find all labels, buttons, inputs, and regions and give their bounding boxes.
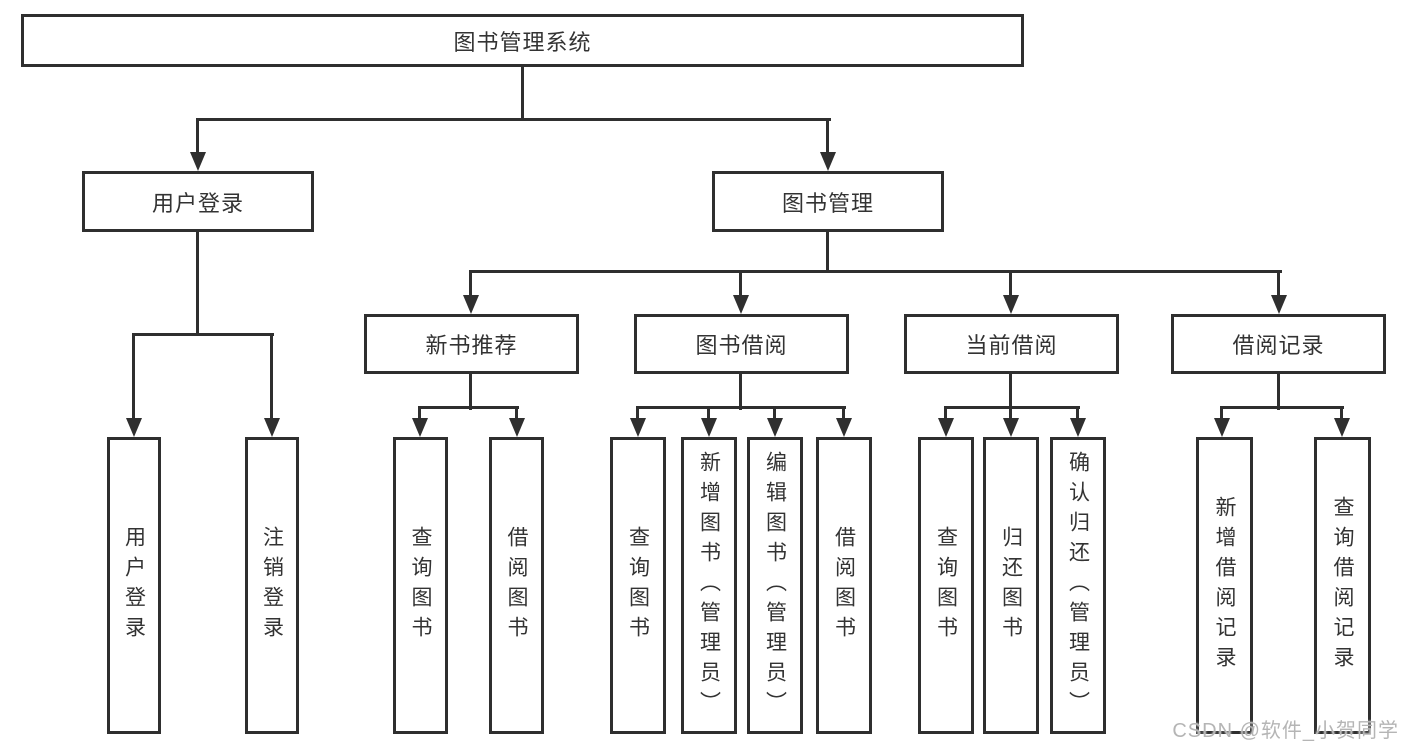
arrowhead-down: [630, 418, 646, 437]
node-borrow-records-label: 借阅记录: [1232, 333, 1325, 358]
node-current-borrowing: 当前借阅: [904, 314, 1119, 374]
leaf-add-borrow-record-label: 新增借阅记录: [1213, 495, 1237, 676]
connector-hline: [132, 333, 274, 336]
connector-vline: [826, 118, 829, 156]
leaf-confirm-return-admin: 确认归还（管理员）: [1050, 437, 1106, 734]
node-library-system-label: 图书管理系统: [453, 29, 592, 55]
arrowhead-down: [938, 418, 954, 437]
connector-vline: [944, 406, 947, 420]
arrowhead-down: [463, 295, 479, 314]
leaf-query-books-borrowing-label: 查询图书: [626, 525, 650, 646]
arrowhead-down: [126, 418, 142, 437]
connector-hline: [944, 406, 1080, 409]
node-book-borrowing-label: 图书借阅: [695, 333, 788, 358]
connector-vline: [842, 406, 845, 420]
connector-vline: [1220, 406, 1223, 420]
connector-vline: [521, 67, 524, 121]
leaf-add-borrow-record: 新增借阅记录: [1196, 437, 1253, 734]
leaf-user-login-label: 用户登录: [122, 525, 146, 646]
leaf-add-book-admin-label: 新增图书（管理员）: [697, 450, 721, 721]
connector-vline: [636, 406, 639, 420]
connector-vline: [1009, 374, 1012, 410]
node-user-login: 用户登录: [82, 171, 314, 232]
connector-vline: [1277, 270, 1280, 297]
watermark: CSDN @软件_小贺同学: [1172, 720, 1399, 742]
arrowhead-down: [701, 418, 717, 437]
connector-hline: [418, 406, 519, 409]
leaf-add-book-admin: 新增图书（管理员）: [681, 437, 737, 734]
connector-vline: [773, 406, 776, 420]
arrowhead-down: [190, 152, 206, 171]
arrowhead-down: [733, 295, 749, 314]
leaf-query-books-borrowing: 查询图书: [610, 437, 666, 734]
connector-vline: [1009, 270, 1012, 297]
node-book-management-label: 图书管理: [781, 190, 874, 216]
leaf-logout-label: 注销登录: [260, 525, 284, 646]
leaf-return-books: 归还图书: [983, 437, 1039, 734]
connector-vline: [469, 270, 472, 297]
node-user-login-label: 用户登录: [151, 190, 244, 216]
connector-hline: [636, 406, 846, 409]
leaf-borrow-books-recommend-label: 借阅图书: [505, 525, 529, 646]
node-borrow-records: 借阅记录: [1171, 314, 1386, 374]
connector-vline: [1009, 406, 1012, 420]
connector-vline: [270, 333, 273, 419]
leaf-logout: 注销登录: [245, 437, 299, 734]
node-new-book-recommendation-label: 新书推荐: [425, 333, 518, 358]
leaf-query-books-recommend-label: 查询图书: [409, 525, 433, 646]
arrowhead-down: [264, 418, 280, 437]
connector-vline: [1340, 406, 1343, 420]
leaf-query-books-current: 查询图书: [918, 437, 974, 734]
connector-vline: [707, 406, 710, 420]
node-new-book-recommendation: 新书推荐: [364, 314, 579, 374]
arrowhead-down: [1003, 295, 1019, 314]
connector-vline: [739, 270, 742, 297]
connector-hline: [469, 270, 1282, 273]
connector-vline: [418, 406, 421, 420]
node-current-borrowing-label: 当前借阅: [965, 333, 1058, 358]
leaf-return-books-label: 归还图书: [999, 525, 1023, 646]
arrowhead-down: [412, 418, 428, 437]
leaf-query-books-current-label: 查询图书: [934, 525, 958, 646]
connector-hline: [196, 118, 831, 121]
node-book-borrowing: 图书借阅: [634, 314, 849, 374]
leaf-borrow-books-borrowing: 借阅图书: [816, 437, 872, 734]
leaf-confirm-return-admin-label: 确认归还（管理员）: [1066, 450, 1090, 721]
arrowhead-down: [1271, 295, 1287, 314]
leaf-edit-book-admin: 编辑图书（管理员）: [747, 437, 803, 734]
connector-vline: [515, 406, 518, 420]
leaf-user-login: 用户登录: [107, 437, 161, 734]
connector-vline: [1076, 406, 1079, 420]
arrowhead-down: [1334, 418, 1350, 437]
leaf-query-borrow-record-label: 查询借阅记录: [1331, 495, 1355, 676]
leaf-query-borrow-record: 查询借阅记录: [1314, 437, 1371, 734]
connector-vline: [739, 374, 742, 410]
arrowhead-down: [1003, 418, 1019, 437]
connector-hline: [1220, 406, 1344, 409]
leaf-borrow-books-borrowing-label: 借阅图书: [832, 525, 856, 646]
connector-vline: [1277, 374, 1280, 410]
leaf-borrow-books-recommend: 借阅图书: [489, 437, 544, 734]
leaf-query-books-recommend: 查询图书: [393, 437, 448, 734]
arrowhead-down: [1214, 418, 1230, 437]
connector-vline: [469, 374, 472, 410]
connector-vline: [132, 333, 135, 419]
leaf-edit-book-admin-label: 编辑图书（管理员）: [763, 450, 787, 721]
connector-vline: [196, 118, 199, 156]
node-library-system: 图书管理系统: [21, 14, 1024, 67]
arrowhead-down: [509, 418, 525, 437]
arrowhead-down: [820, 152, 836, 171]
arrowhead-down: [1070, 418, 1086, 437]
connector-vline: [826, 232, 829, 273]
node-book-management: 图书管理: [712, 171, 944, 232]
arrowhead-down: [836, 418, 852, 437]
connector-vline: [196, 232, 199, 336]
arrowhead-down: [767, 418, 783, 437]
